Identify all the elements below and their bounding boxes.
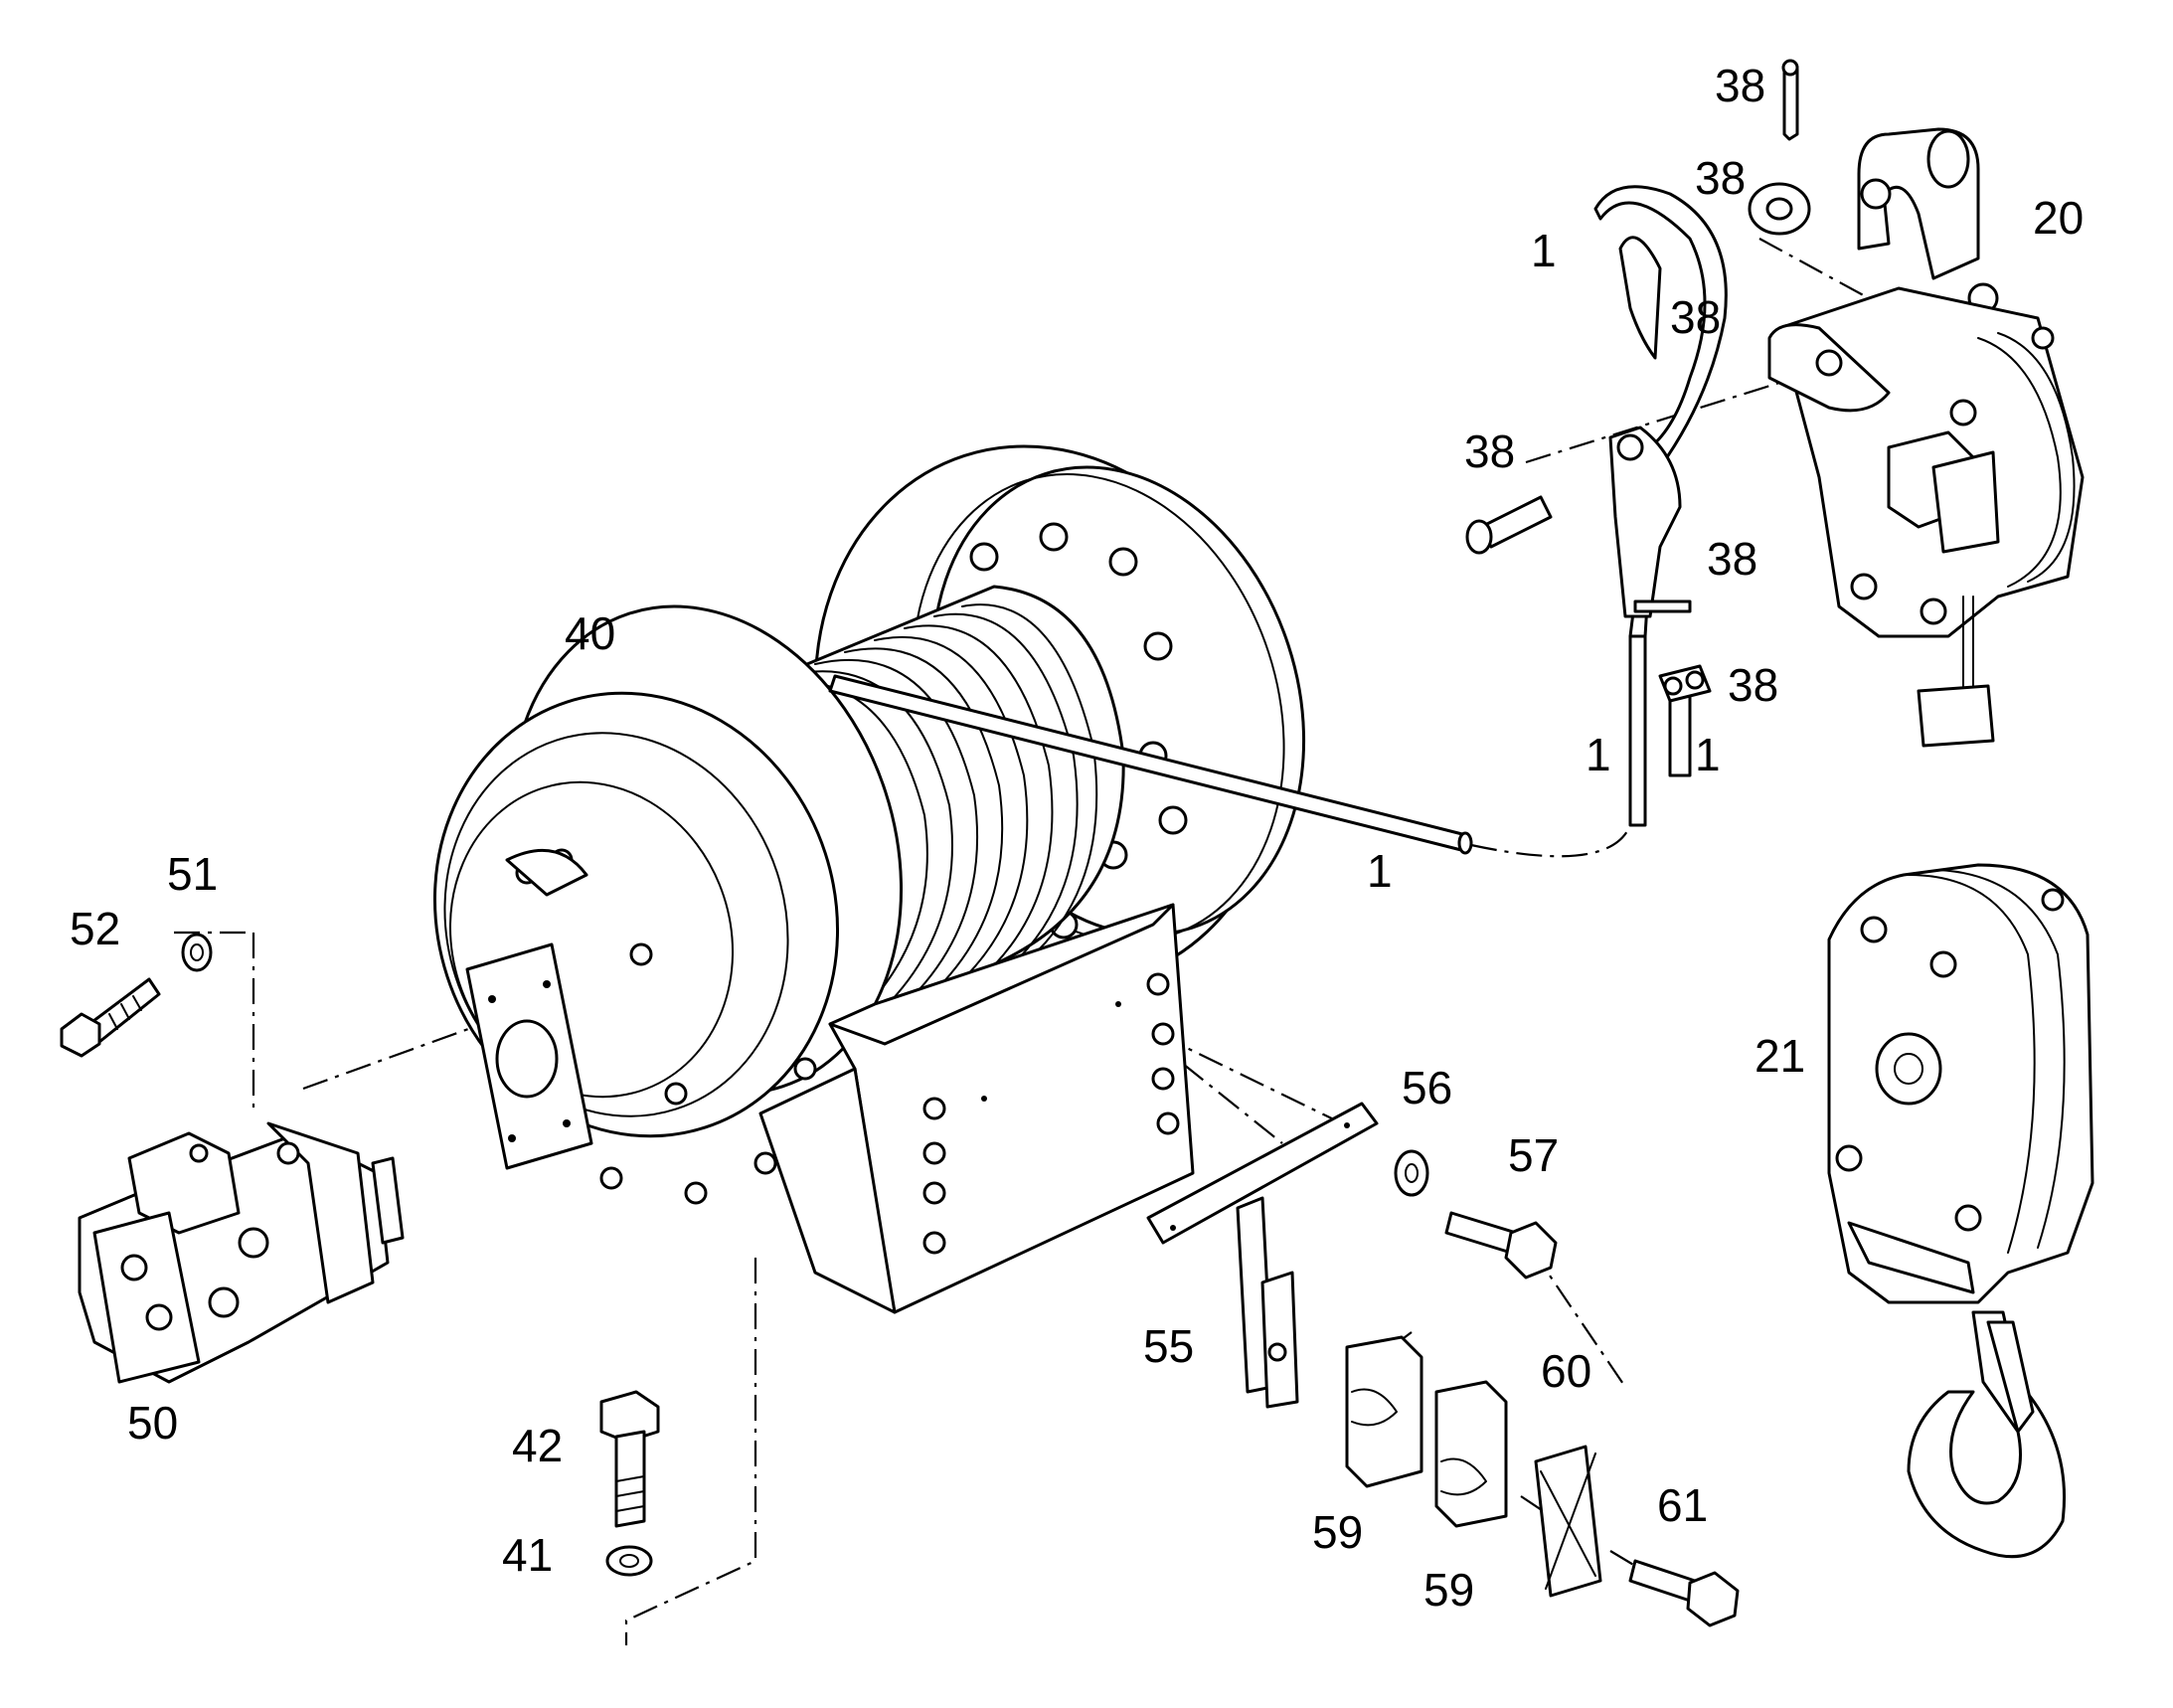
bolt-42-washer-41 bbox=[599, 1390, 660, 1577]
callout-labels: 38 38 20 1 38 38 38 38 1 1 1 40 51 52 50… bbox=[70, 60, 2084, 1616]
callout-60: 60 bbox=[1541, 1345, 1591, 1397]
top-pulley-block bbox=[1748, 59, 2085, 748]
clamp-blocks bbox=[1345, 1335, 1740, 1627]
bolt-52-washer-51 bbox=[60, 933, 213, 1058]
callout-1: 1 bbox=[1586, 729, 1611, 780]
callout-51: 51 bbox=[167, 848, 218, 900]
callout-59: 59 bbox=[1423, 1564, 1474, 1616]
callout-1: 1 bbox=[1367, 845, 1393, 897]
callout-41: 41 bbox=[502, 1529, 553, 1581]
callout-38: 38 bbox=[1464, 426, 1515, 477]
callout-20: 20 bbox=[2033, 192, 2084, 244]
callout-57: 57 bbox=[1508, 1129, 1559, 1181]
callout-1: 1 bbox=[1695, 729, 1721, 780]
callout-38: 38 bbox=[1715, 60, 1765, 111]
callout-50: 50 bbox=[127, 1397, 178, 1449]
center-lines bbox=[174, 238, 1870, 1645]
callout-38: 38 bbox=[1707, 533, 1757, 585]
callout-59: 59 bbox=[1312, 1506, 1363, 1558]
hydraulic-motor bbox=[78, 1121, 405, 1384]
foot-bracket bbox=[758, 903, 1195, 1314]
callout-21: 21 bbox=[1755, 1030, 1805, 1082]
callout-40: 40 bbox=[565, 607, 615, 659]
callout-61: 61 bbox=[1657, 1479, 1708, 1531]
callout-42: 42 bbox=[512, 1420, 563, 1471]
callout-38: 38 bbox=[1695, 152, 1746, 204]
t-bracket-55 bbox=[1146, 1102, 1558, 1409]
winch-drum bbox=[432, 444, 1306, 1205]
callout-56: 56 bbox=[1402, 1062, 1452, 1113]
hook-block bbox=[1827, 863, 2094, 1559]
callout-38: 38 bbox=[1670, 291, 1721, 343]
callout-38: 38 bbox=[1728, 659, 1778, 711]
callout-52: 52 bbox=[70, 903, 120, 954]
callout-1: 1 bbox=[1531, 225, 1557, 276]
callout-55: 55 bbox=[1143, 1320, 1194, 1372]
rope-socket bbox=[1465, 185, 1728, 703]
